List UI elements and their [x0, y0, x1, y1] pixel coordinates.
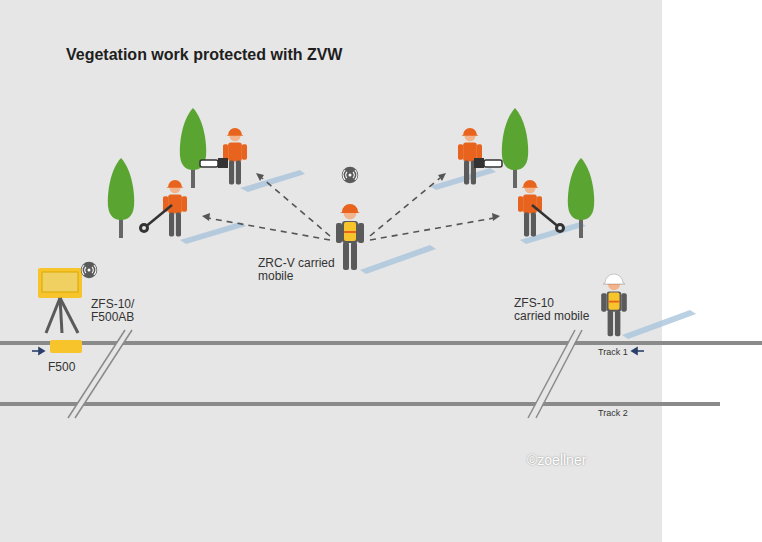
device-label: ZFS-10/ F500AB — [91, 298, 147, 324]
device-label: ZRC-V carried mobile — [258, 257, 354, 283]
device-label: F500 — [48, 361, 75, 374]
watermark: ©zoellner — [527, 452, 586, 468]
track-label: Track 1 — [598, 347, 628, 357]
track-label: Track 2 — [598, 408, 628, 418]
diagram-title: Vegetation work protected with ZVW — [66, 45, 342, 65]
device-label: ZFS-10 carried mobile — [514, 297, 592, 323]
